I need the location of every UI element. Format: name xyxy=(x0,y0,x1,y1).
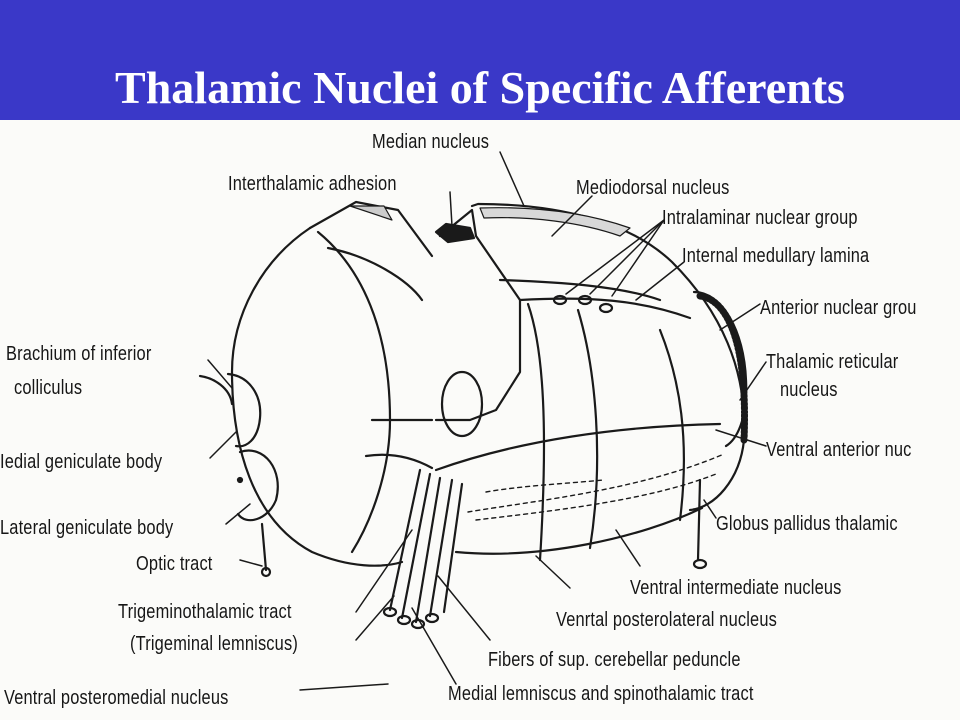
ventral-split-2 xyxy=(576,308,599,550)
globus-pallidus-fiber xyxy=(696,478,702,562)
optic-tract-line xyxy=(260,522,268,572)
ventral-split-1 xyxy=(526,302,546,562)
label-intralaminar-group: Intralaminar nuclear group xyxy=(662,207,858,229)
label-globus-pallidus: Globus pallidus thalamic xyxy=(716,513,898,535)
label-ventral-posteromedial: Ventral posteromedial nucleus xyxy=(4,687,229,709)
central-wedge xyxy=(434,208,522,422)
fiber-bundle-5 xyxy=(442,482,464,614)
label-trigeminal-lemniscus: (Trigeminal lemniscus) xyxy=(130,633,298,655)
reticular-hatch xyxy=(696,292,748,444)
label-optic-tract: Optic tract xyxy=(136,553,213,575)
ventral-bottom xyxy=(454,506,704,555)
pulvinar-band-1 xyxy=(326,246,424,302)
medial-geniculate xyxy=(226,372,262,448)
title-bar: Thalamic Nuclei of Specific Afferents xyxy=(0,0,960,120)
label-lateral-geniculate: Lateral geniculate body xyxy=(0,517,174,539)
ventral-split-3 xyxy=(658,328,686,522)
slide-title: Thalamic Nuclei of Specific Afferents xyxy=(115,62,845,113)
pulvinar-band-2 xyxy=(364,453,434,470)
mediodorsal-top-stipple xyxy=(479,207,631,237)
label-medial-geniculate: Iedial geniculate body xyxy=(0,451,163,473)
label-ventral-anterior: Ventral anterior nuc xyxy=(766,439,912,461)
label-median-nucleus: Median nucleus xyxy=(372,131,490,153)
label-anterior-nuclear-group: Anterior nuclear grou xyxy=(760,297,917,319)
label-trigeminothalamic: Trigeminothalamic tract xyxy=(118,601,292,623)
ventral-border xyxy=(434,422,722,472)
fiber-bundle-2 xyxy=(400,472,432,620)
label-medial-lemniscus: Medial lemniscus and spinothalamic tract xyxy=(448,683,754,705)
thalamus-diagram: Median nucleus Interthalamic adhesion Me… xyxy=(0,120,960,720)
label-thalamic-reticular-nucleus: nucleus xyxy=(780,379,838,401)
label-thalamic-reticular: Thalamic reticular xyxy=(766,351,899,373)
pulvinar-inner-curve xyxy=(316,230,392,554)
label-ventral-intermediate: Ventral intermediate nucleus xyxy=(630,577,842,599)
label-brachium-colliculus: colliculus xyxy=(14,377,83,399)
medullary-lamina-curve xyxy=(498,278,662,302)
label-mediodorsal-nucleus: Mediodorsal nucleus xyxy=(576,177,730,199)
adhesion-shape xyxy=(434,222,476,244)
label-interthalamic-adhesion: Interthalamic adhesion xyxy=(228,173,397,195)
posterior-oval xyxy=(440,370,484,438)
fiber-bundle-3 xyxy=(414,476,442,624)
thalamus-drawing xyxy=(198,151,767,691)
label-brachium-inferior: Brachium of inferior xyxy=(6,343,152,365)
label-internal-medullary-lamina: Internal medullary lamina xyxy=(682,245,870,267)
dorsal-boundary xyxy=(518,297,692,320)
brachium-curve xyxy=(198,374,234,406)
lateral-geniculate xyxy=(236,449,279,522)
label-fibers-sup-cerebellar: Fibers of sup. cerebellar peduncle xyxy=(488,649,741,671)
fiber-bundle-4 xyxy=(428,478,454,618)
stipple-left xyxy=(349,205,393,221)
label-ventral-posterolateral: Venrtal posterolateral nucleus xyxy=(556,609,777,631)
